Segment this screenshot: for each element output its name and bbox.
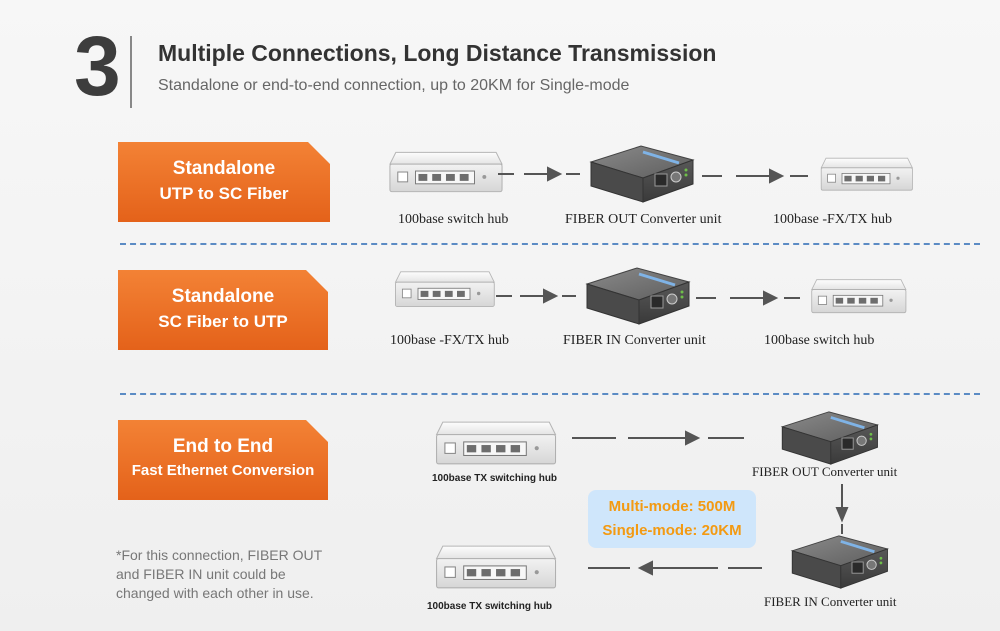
device-label: FIBER IN Converter unit (764, 594, 897, 609)
banner-line-2: Fast Ethernet Conversion (131, 462, 315, 479)
page-title: Multiple Connections, Long Distance Tran… (158, 40, 717, 66)
device-label: 100base TX switching hub (432, 473, 558, 484)
transmission-distance-box: Multi-mode: 500M Single-mode: 20KM (588, 490, 756, 548)
device-label: FIBER OUT Converter unit (565, 212, 722, 227)
fiber-out-converter-device (584, 144, 696, 204)
device-label: FIBER OUT Converter unit (752, 464, 898, 479)
device-label: FIBER IN Converter unit (563, 333, 706, 348)
banner-line-2: UTP to SC Fiber (159, 184, 289, 203)
footnote-line: changed with each other in use. (116, 585, 314, 601)
device-label: 100base -FX/TX hub (390, 333, 509, 348)
tx-switching-hub-device (430, 420, 560, 468)
row-separator (120, 243, 980, 245)
device-label: 100base TX switching hub (427, 601, 553, 612)
device-label: 100base switch hub (764, 333, 875, 348)
banner-line-1: End to End (172, 436, 274, 457)
footnote-line: and FIBER IN unit could be (116, 566, 286, 582)
banner-line-1: Standalone (172, 158, 276, 179)
fx-tx-hub-device (818, 156, 914, 194)
banner-utp-to-fiber: Standalone UTP to SC Fiber (118, 142, 330, 222)
footnote-line: *For this connection, FIBER OUT (116, 547, 323, 563)
header-divider (130, 36, 132, 108)
page-subtitle: Standalone or end-to-end connection, up … (158, 77, 630, 94)
fx-tx-hub-device (392, 270, 496, 310)
switch-hub-device (808, 278, 908, 316)
single-mode-distance: Single-mode: 20KM (602, 522, 742, 539)
row-separator (120, 393, 980, 395)
footnote: *For this connection, FIBER OUT and FIBE… (116, 546, 356, 603)
fiber-in-converter-device (786, 534, 890, 590)
multi-mode-distance: Multi-mode: 500M (608, 498, 736, 515)
fiber-out-converter-device (776, 410, 880, 466)
banner-line-1: Standalone (171, 286, 275, 307)
device-label: 100base -FX/TX hub (773, 212, 892, 227)
banner-line-2: SC Fiber to UTP (158, 312, 288, 331)
tx-switching-hub-device (430, 544, 560, 592)
section-number: 3 (74, 19, 121, 113)
fiber-in-converter-device (580, 266, 692, 326)
banner-end-to-end: End to End Fast Ethernet Conversion (118, 420, 328, 500)
banner-fiber-to-utp: Standalone SC Fiber to UTP (118, 270, 328, 350)
device-label: 100base switch hub (398, 212, 509, 227)
